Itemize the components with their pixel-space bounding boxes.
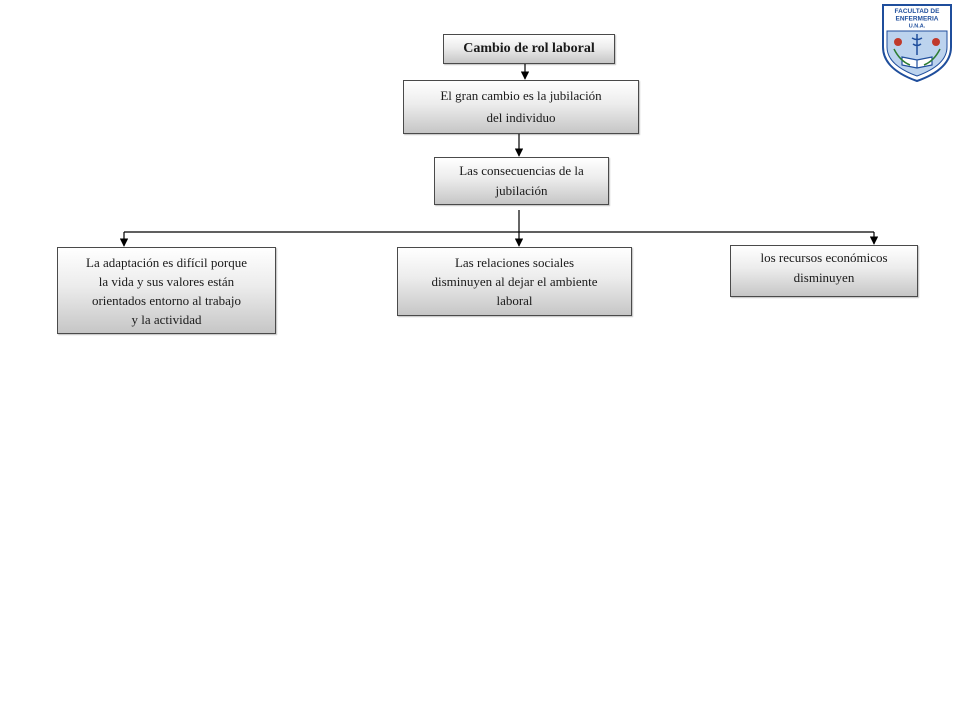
- adaptacion-box: La adaptación es difícil porque la vida …: [57, 247, 276, 334]
- logo-ribbon-icon: [893, 48, 941, 66]
- logo-flower-left-icon: [894, 38, 902, 46]
- logo-text-line-3: U.N.A.: [909, 24, 926, 30]
- logo-text-line-2: ENFERMERIA: [896, 16, 939, 23]
- recursos-line-1: los recursos económicos: [760, 250, 888, 265]
- jubilacion-line-1: El gran cambio es la jubilación: [440, 88, 602, 103]
- adaptacion-line-1: La adaptación es difícil porque: [86, 254, 247, 270]
- consecuencias-box: Las consecuencias de la jubilación: [434, 157, 609, 205]
- adaptacion-line-2: la vida y sus valores están: [98, 273, 235, 289]
- adaptacion-line-3: orientados entorno al trabajo: [91, 292, 242, 308]
- logo-caduceus-icon: [911, 34, 923, 55]
- recursos-box: los recursos económicos disminuyen: [730, 245, 918, 297]
- jubilacion-box: El gran cambio es la jubilación del indi…: [403, 80, 639, 134]
- relaciones-line-3: laboral: [496, 293, 533, 308]
- logo-text-line-1: FACULTAD DE: [895, 8, 941, 15]
- consecuencias-line-2: jubilación: [495, 183, 548, 198]
- adaptacion-line-4: y la actividad: [131, 311, 202, 327]
- consecuencias-line-1: Las consecuencias de la: [459, 163, 584, 178]
- recursos-line-2: disminuyen: [793, 270, 855, 285]
- logo-flower-right-icon: [932, 38, 940, 46]
- relaciones-box: Las relaciones sociales disminuyen al de…: [397, 247, 632, 316]
- jubilacion-line-2: del individuo: [486, 110, 556, 125]
- relaciones-line-2: disminuyen al dejar el ambiente: [431, 274, 598, 289]
- title-text: Cambio de rol laboral: [463, 41, 595, 56]
- faculty-logo: FACULTAD DE ENFERMERIA U.N.A.: [882, 4, 952, 83]
- title-box: Cambio de rol laboral: [443, 34, 615, 64]
- relaciones-line-1: Las relaciones sociales: [454, 255, 575, 270]
